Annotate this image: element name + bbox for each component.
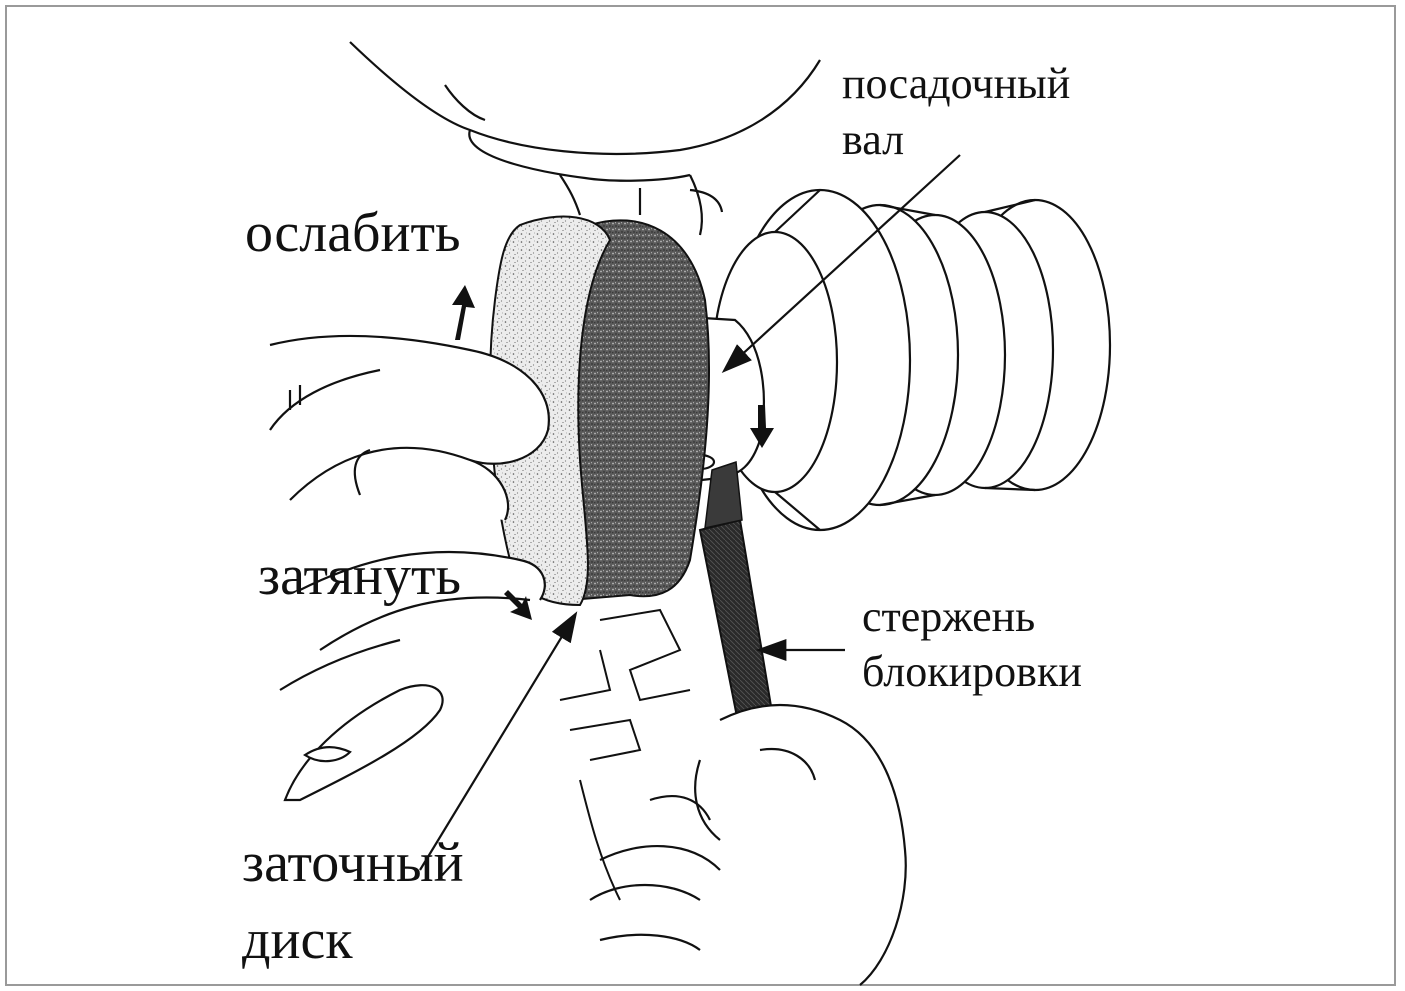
tool-rest	[560, 610, 690, 900]
label-wheel-line1: заточный	[242, 835, 464, 891]
lock-pin	[700, 462, 772, 722]
label-loosen: ослабить	[245, 205, 461, 261]
label-arbor-line1: посадочный	[842, 62, 1070, 106]
right-hand	[590, 705, 906, 985]
label-tighten: затянуть	[258, 548, 461, 604]
label-arbor-line2: вал	[842, 118, 904, 162]
motor-flange	[713, 190, 1110, 530]
label-lock-pin-line1: стержень	[862, 595, 1035, 639]
label-wheel-line2: диск	[242, 912, 353, 968]
loosen-arrow-icon	[452, 285, 475, 340]
label-lock-pin-line2: блокировки	[862, 650, 1082, 694]
